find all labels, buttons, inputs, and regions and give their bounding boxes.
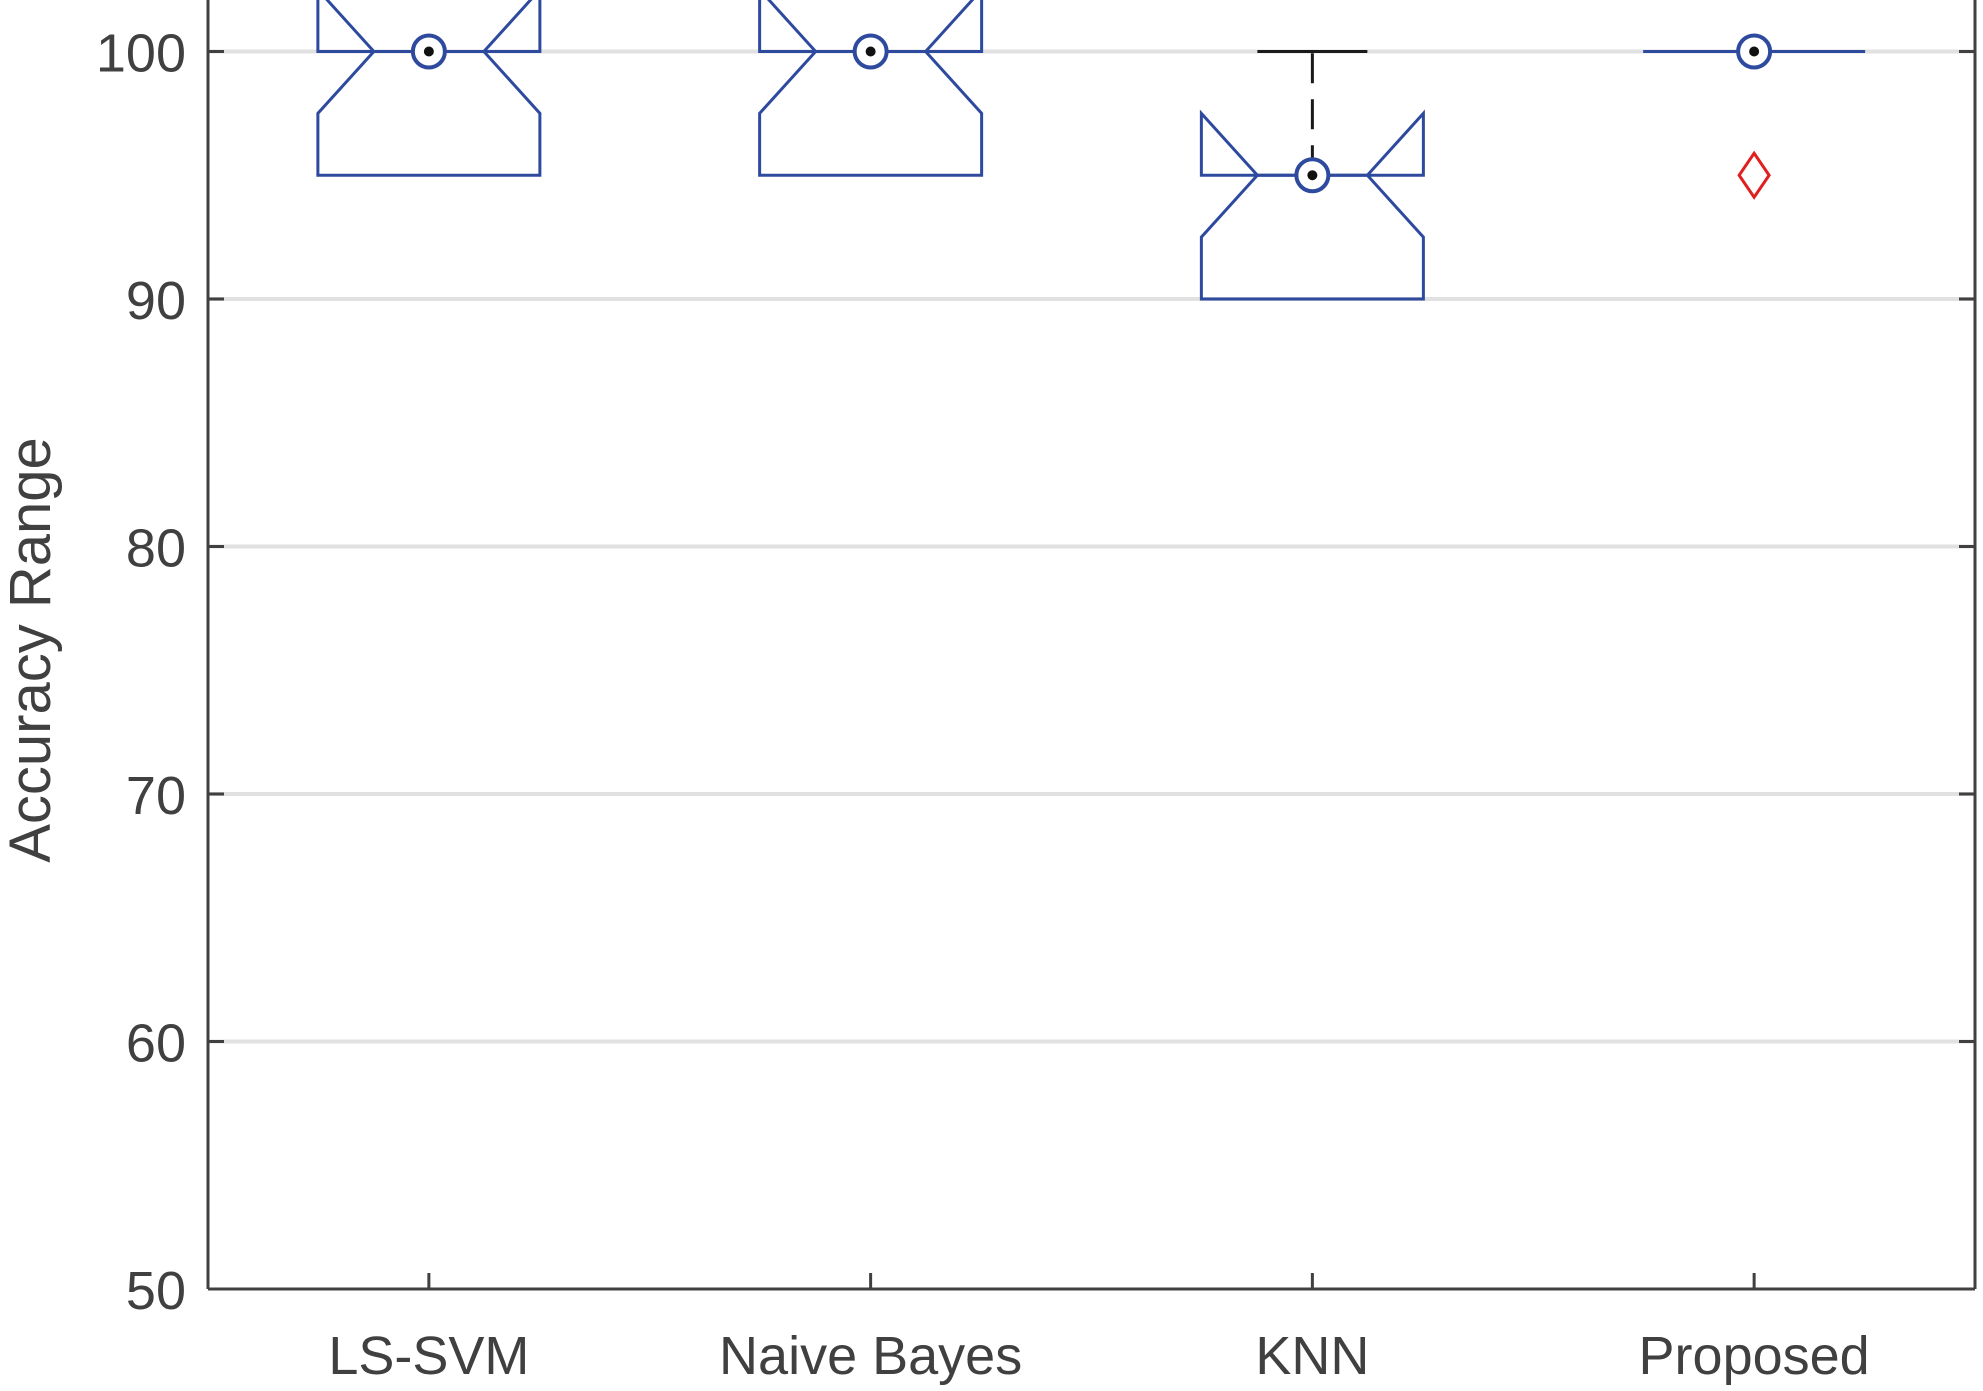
box-knn xyxy=(1199,50,1425,301)
median-dot xyxy=(865,46,876,57)
y-tick-label: 50 xyxy=(126,1261,186,1321)
x-tick-label: Naive Bayes xyxy=(719,1326,1022,1386)
median-dot xyxy=(1749,46,1760,57)
y-tick-label: 100 xyxy=(96,24,186,84)
outlier-point xyxy=(1737,150,1771,200)
y-axis-label: Accuracy Range xyxy=(0,437,63,863)
boxes-layer xyxy=(316,0,1866,301)
box-proposed xyxy=(1643,33,1866,200)
x-tick-label: LS-SVM xyxy=(328,1326,529,1386)
box-outline xyxy=(758,0,984,177)
box-outline xyxy=(316,0,542,177)
y-tick-label: 70 xyxy=(126,766,186,826)
x-tick-label: Proposed xyxy=(1639,1326,1870,1386)
median-dot xyxy=(423,46,434,57)
y-tick-label: 80 xyxy=(126,519,186,579)
box-outline xyxy=(1199,109,1425,301)
grid-layer xyxy=(208,49,1975,1044)
x-tick-label: KNN xyxy=(1255,1326,1369,1386)
median-dot xyxy=(1307,170,1318,181)
box-ls-svm xyxy=(316,0,542,177)
y-tick-label: 90 xyxy=(126,271,186,331)
y-tick-label: 60 xyxy=(126,1014,186,1074)
box-naive-bayes xyxy=(758,0,984,177)
